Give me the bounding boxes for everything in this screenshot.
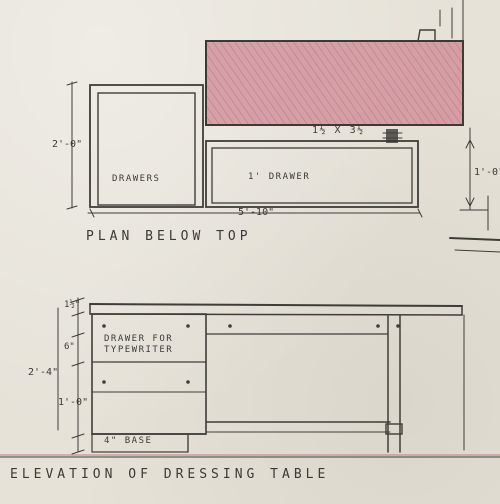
top-thickness-label: 1½" (64, 300, 81, 310)
drawers-label: DRAWERS (112, 174, 161, 184)
one-ft-drawer-label: 1' DRAWER (248, 172, 311, 182)
margin-mark (449, 237, 500, 241)
margin-mark (454, 249, 500, 253)
plan-width-dimension (87, 208, 423, 218)
base (91, 433, 189, 453)
elevation-height-label: 2'-4" (28, 367, 59, 378)
plan-right-dimension (459, 127, 489, 211)
lower-height-label: 1'-0" (58, 397, 89, 408)
plan-width-label: 5'-10" (238, 207, 275, 218)
apron (205, 315, 403, 453)
drawer-height-label: 6" (64, 342, 75, 352)
plan-depth-label: 2'-0" (52, 139, 83, 150)
elevation-view (0, 297, 500, 458)
one-ft-drawer-unit (205, 140, 419, 208)
plan-depth-dimension (66, 81, 78, 210)
hardware-dots (102, 324, 400, 384)
plan-view (66, 0, 500, 253)
elevation-height-dimension (57, 297, 85, 455)
base-label: 4" BASE (104, 436, 153, 446)
plan-title: PLAN BELOW TOP (86, 229, 252, 244)
member-size-label: 1½ X 3½ (312, 125, 365, 136)
typewriter-drawer-label: DRAWER FOR TYPEWRITER (104, 334, 174, 356)
plan-right-depth-label: 1'-0" (474, 167, 500, 178)
drawer-cabinet (91, 313, 207, 435)
post-detail (382, 129, 403, 143)
drawers-unit (89, 84, 204, 208)
elevation-title: ELEVATION OF DRESSING TABLE (10, 467, 330, 482)
countertop-hatch (205, 0, 464, 126)
